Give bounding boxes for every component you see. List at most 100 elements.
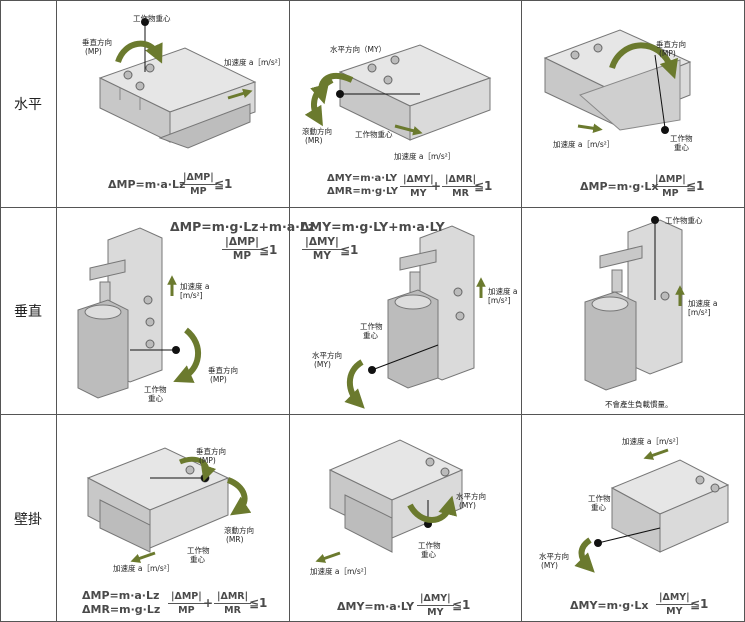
moment1-sym-r3c1: (MP) xyxy=(199,456,216,465)
accel-label-r3c3: 加速度 a［m/s²］ xyxy=(622,437,684,446)
fraction1-r3c1: |ΔMP|MP xyxy=(168,591,205,616)
accel-arrow-r1c3 xyxy=(577,123,603,134)
accel-label-r1c2: 加速度 a［m/s²］ xyxy=(394,152,456,161)
plus-r3c1: + xyxy=(203,596,214,610)
cog-label2-r3c2: 重心 xyxy=(421,550,436,559)
le-r3c3: ≦1 xyxy=(690,597,709,611)
accel-arrow-r3c2 xyxy=(315,551,341,563)
frac-num-r2c1: |ΔMP| xyxy=(222,237,262,250)
cog-marker-r3c3 xyxy=(594,527,661,547)
moment2-label-r1c2: 滾動方向 xyxy=(302,127,332,136)
formula-line1-r3c1: ΔMP=m·a·Lz xyxy=(82,589,160,602)
cog-label1-r2c2: 工作物 xyxy=(360,322,383,331)
formula-r2c2: ΔMY=m·g·LY+m·a·LY xyxy=(300,219,445,234)
moment-arrow-r2c2 xyxy=(344,359,365,409)
accel-label-r3c2: 加速度 a［m/s²］ xyxy=(310,567,372,576)
frac-num-r1c3: |ΔMP| xyxy=(652,174,689,187)
frac-num-r2c2: |ΔMY| xyxy=(302,237,342,250)
fraction2-r3c1: |ΔMR|MR xyxy=(214,591,252,616)
moment2-sym-r3c1: (MR) xyxy=(226,535,244,544)
frac2-den-r3c1: MR xyxy=(224,605,241,616)
device-drawing-r2c1 xyxy=(77,227,163,399)
formula-r3c3: ΔMY=m·g·Lx xyxy=(570,599,649,612)
cog-label-r1c1: 工作物重心 xyxy=(133,14,171,23)
moment-arrow-r1c1 xyxy=(115,40,163,64)
device-drawing-r1c2 xyxy=(338,44,492,141)
fraction-r1c1: |ΔMP|MP xyxy=(180,172,217,197)
frac-num-r3c3: |ΔMY| xyxy=(656,592,693,605)
fraction-r3c3: |ΔMY|MY xyxy=(656,592,693,617)
le-r1c1: ≦1 xyxy=(214,177,233,191)
frac-den-r1c3: MP xyxy=(662,188,679,199)
accel-label1-r2c2: 加速度 a xyxy=(488,287,518,296)
moment-arrow-r1c3 xyxy=(609,42,678,80)
moment-arrow-r3c1-p xyxy=(178,456,217,482)
cog-label1-r2c1: 工作物 xyxy=(144,385,167,394)
moment2-label-r3c1: 滾動方向 xyxy=(224,526,254,535)
frac2-num-r3c1: |ΔMR| xyxy=(214,591,252,604)
moment2-sym-r1c2: (MR) xyxy=(305,136,323,145)
cog-label2-r1c3: 重心 xyxy=(674,143,689,152)
accel-label1-r2c1: 加速度 a xyxy=(180,282,210,291)
accel-label-r1c3: 加速度 a［m/s²］ xyxy=(553,140,615,149)
moment-label-r1c3: 垂直方向 xyxy=(656,40,686,49)
moment-arrow-r3c3 xyxy=(574,537,595,573)
device-drawing-r2c2 xyxy=(387,225,475,389)
moment1-label-r3c1: 垂直方向 xyxy=(196,447,226,456)
moment-sym-r3c3: (MY) xyxy=(541,561,558,570)
device-drawing-r3c2 xyxy=(328,439,464,553)
frac1-den-r1c2: MY xyxy=(410,188,427,199)
accel-label2-r2c3: [m/s²] xyxy=(688,308,711,317)
device-drawing-r1c1 xyxy=(98,47,257,149)
cog-marker-r2c1 xyxy=(130,346,180,354)
cog-label1-r3c1: 工作物 xyxy=(187,546,210,555)
formula-r2c1: ΔMP=m·g·Lz+m·a·Lz xyxy=(170,219,316,234)
cog-marker-r1c1 xyxy=(141,18,149,72)
frac-den-r2c2: MY xyxy=(312,250,331,262)
frac1-den-r3c1: MP xyxy=(178,605,195,616)
accel-arrow-r1c1 xyxy=(227,88,253,100)
moment-label-r2c2: 水平方向 xyxy=(312,351,342,360)
cog-label-r1c2: 工作物重心 xyxy=(355,130,393,139)
accel-label2-r2c2: [m/s²] xyxy=(488,296,511,305)
le-r2c2: ≦1 xyxy=(340,243,359,257)
le-r3c1: ≦1 xyxy=(249,596,268,610)
formula-line2-r3c1: ΔMR=m·g·Lz xyxy=(82,603,161,616)
formula-line2-r1c2: ΔMR=m·g·LY xyxy=(327,186,399,197)
frac-den-r3c2: MY xyxy=(427,607,444,618)
cog-label1-r3c3: 工作物 xyxy=(588,494,611,503)
moment-label-r3c2: 水平方向 xyxy=(456,492,486,501)
frac-den-r1c1: MP xyxy=(190,186,207,197)
fraction2-r1c2: |ΔMR|MR xyxy=(442,174,480,199)
le-r1c3: ≦1 xyxy=(686,179,705,193)
frac-num-r3c2: |ΔMY| xyxy=(417,593,454,606)
moment-sym-r3c2: (MY) xyxy=(459,501,476,510)
frac2-den-r1c2: MR xyxy=(452,188,469,199)
cog-label1-r3c2: 工作物 xyxy=(418,541,441,550)
device-drawing-r3c1 xyxy=(86,447,230,553)
device-drawing-r3c3 xyxy=(610,459,730,553)
formula-r3c2: ΔMY=m·a·LY xyxy=(337,600,415,613)
fraction-r3c2: |ΔMY|MY xyxy=(417,593,454,618)
plus-r1c2: + xyxy=(431,179,442,193)
frac1-num-r3c1: |ΔMP| xyxy=(168,591,205,604)
fraction-r2c2: |ΔMY|MY xyxy=(302,237,342,262)
formula-line1-r1c2: ΔMY=m·a·LY xyxy=(327,173,398,184)
moment-arrow-r3c1-r xyxy=(226,477,252,516)
moment-arrow-r3c2 xyxy=(407,495,457,523)
moment-sym-r1c3: (MP) xyxy=(659,49,676,58)
le-r1c2: ≦1 xyxy=(474,179,493,193)
moment-arrow-r1c2-r xyxy=(304,77,334,127)
cog-label2-r2c1: 重心 xyxy=(148,394,163,403)
accel-arrow-r3c3 xyxy=(643,448,669,460)
moment-sym-r1c1: (MP) xyxy=(85,47,102,56)
cog-label2-r2c2: 重心 xyxy=(363,331,378,340)
fraction-r1c3: |ΔMP|MP xyxy=(652,174,689,199)
frac-num-r1c1: |ΔMP| xyxy=(180,172,217,185)
accel-label1-r2c3: 加速度 a xyxy=(688,299,718,308)
cog-label-r2c3: 工作物重心 xyxy=(665,216,703,225)
device-drawing-r2c3 xyxy=(584,219,683,391)
cog-marker-r1c3 xyxy=(654,54,669,134)
accel-label-r1c1: 加速度 a［m/s²］ xyxy=(224,58,286,67)
